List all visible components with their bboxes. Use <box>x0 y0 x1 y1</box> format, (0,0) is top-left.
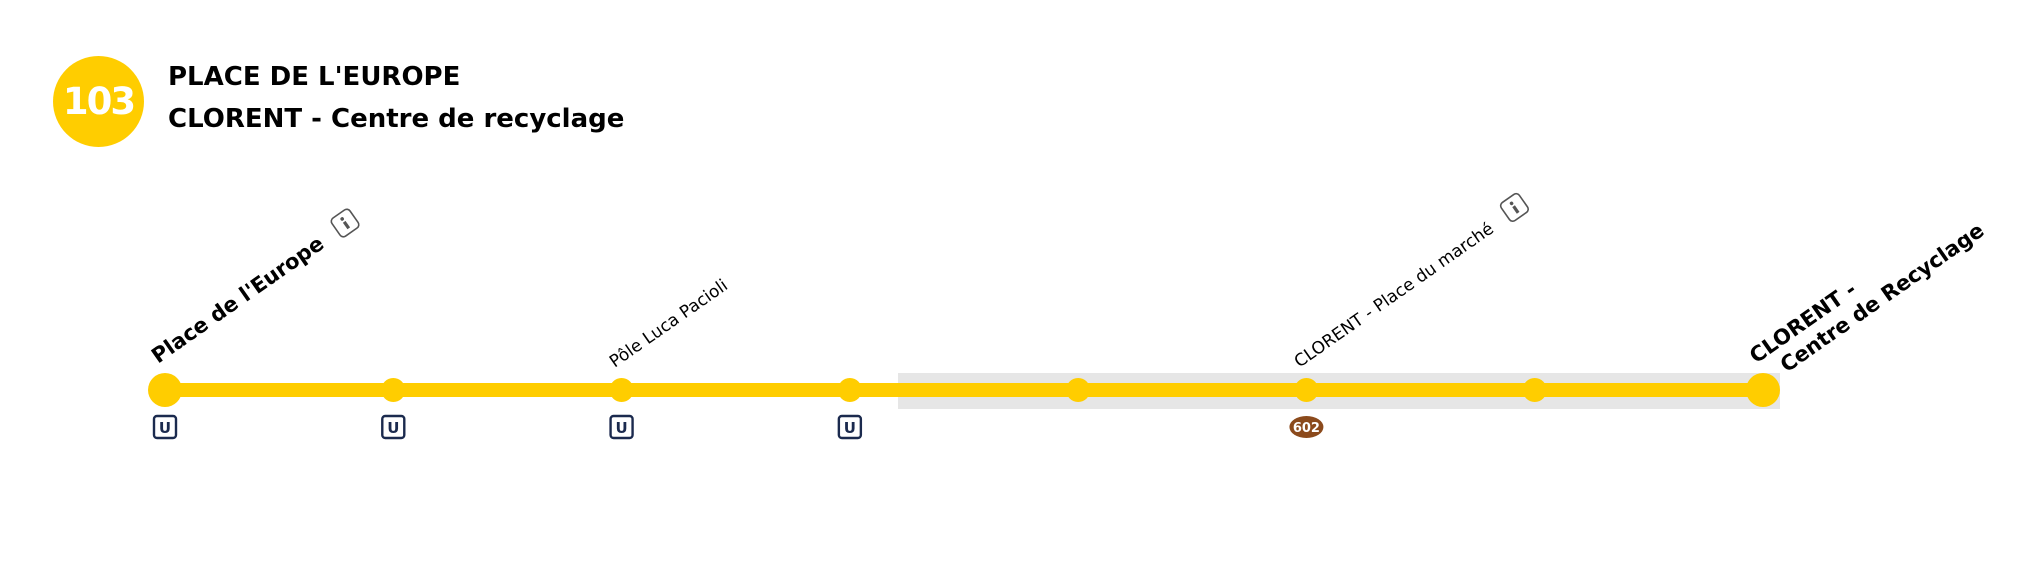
terminal-stop-marker[interactable] <box>1746 373 1780 407</box>
connection-badge-text: U <box>159 419 171 437</box>
stop-6[interactable] <box>1522 378 1547 402</box>
stop-marker[interactable] <box>837 378 862 402</box>
stop-3[interactable]: U <box>837 378 863 440</box>
stop-4[interactable] <box>1066 378 1091 402</box>
stop-label[interactable]: CLORENT -Centre de Recyclage <box>1745 198 1988 389</box>
connection-badge-frame <box>609 414 634 440</box>
connection-badge-602[interactable]: 602 <box>1289 416 1324 438</box>
stop-marker[interactable] <box>1522 378 1547 402</box>
connection-badge-u[interactable]: U <box>152 414 178 440</box>
info-icon-dot <box>1509 201 1514 206</box>
info-icon-dot <box>340 217 344 221</box>
stop-label-line: Place de l'Europe <box>147 231 328 368</box>
connection-badge-frame <box>152 414 178 440</box>
connection-badge-frame <box>381 414 406 440</box>
stop-marker[interactable] <box>1066 378 1091 402</box>
connection-badge-frame <box>1289 416 1324 438</box>
connection-badge-u[interactable]: U <box>381 414 406 440</box>
stop-label[interactable]: Place de l'Europe <box>147 231 328 368</box>
connection-badge-u[interactable]: U <box>609 414 634 440</box>
stop-label-line: CLORENT - Place du marché <box>1291 219 1498 372</box>
direction-to: CLORENT - Centre de recyclage <box>168 104 625 134</box>
connection-badge-u[interactable]: U <box>837 414 863 440</box>
connection-badge-text: U <box>615 419 627 437</box>
info-icon[interactable] <box>330 208 361 239</box>
connection-badge-frame <box>837 414 863 440</box>
route-header: 103 PLACE DE L'EUROPE CLORENT - Centre d… <box>0 0 2029 160</box>
stop-marker[interactable] <box>1294 378 1319 402</box>
connection-badge-text: U <box>844 419 856 437</box>
stop-7[interactable]: CLORENT -Centre de Recyclage <box>1745 198 1988 407</box>
stop-label-line-2: Centre de Recyclage <box>1776 218 1989 377</box>
direction-from: PLACE DE L'EUROPE <box>168 62 461 92</box>
stop-label[interactable]: CLORENT - Place du marché <box>1291 219 1498 372</box>
terminal-stop-marker[interactable] <box>148 373 182 407</box>
info-icon[interactable] <box>1499 192 1530 223</box>
info-icon-stem <box>1512 205 1520 214</box>
stop-1[interactable]: U <box>381 378 406 440</box>
stop-marker[interactable] <box>609 378 634 402</box>
line-number-badge[interactable]: 103 <box>53 56 144 147</box>
stop-marker[interactable] <box>381 378 406 402</box>
info-icon-stem <box>342 220 351 230</box>
connection-badge-text: U <box>387 419 399 437</box>
connection-badge-text: 602 <box>1293 421 1320 436</box>
stop-label-line: Pôle Luca Pacioli <box>606 276 732 372</box>
stop-label[interactable]: Pôle Luca Pacioli <box>606 276 732 372</box>
